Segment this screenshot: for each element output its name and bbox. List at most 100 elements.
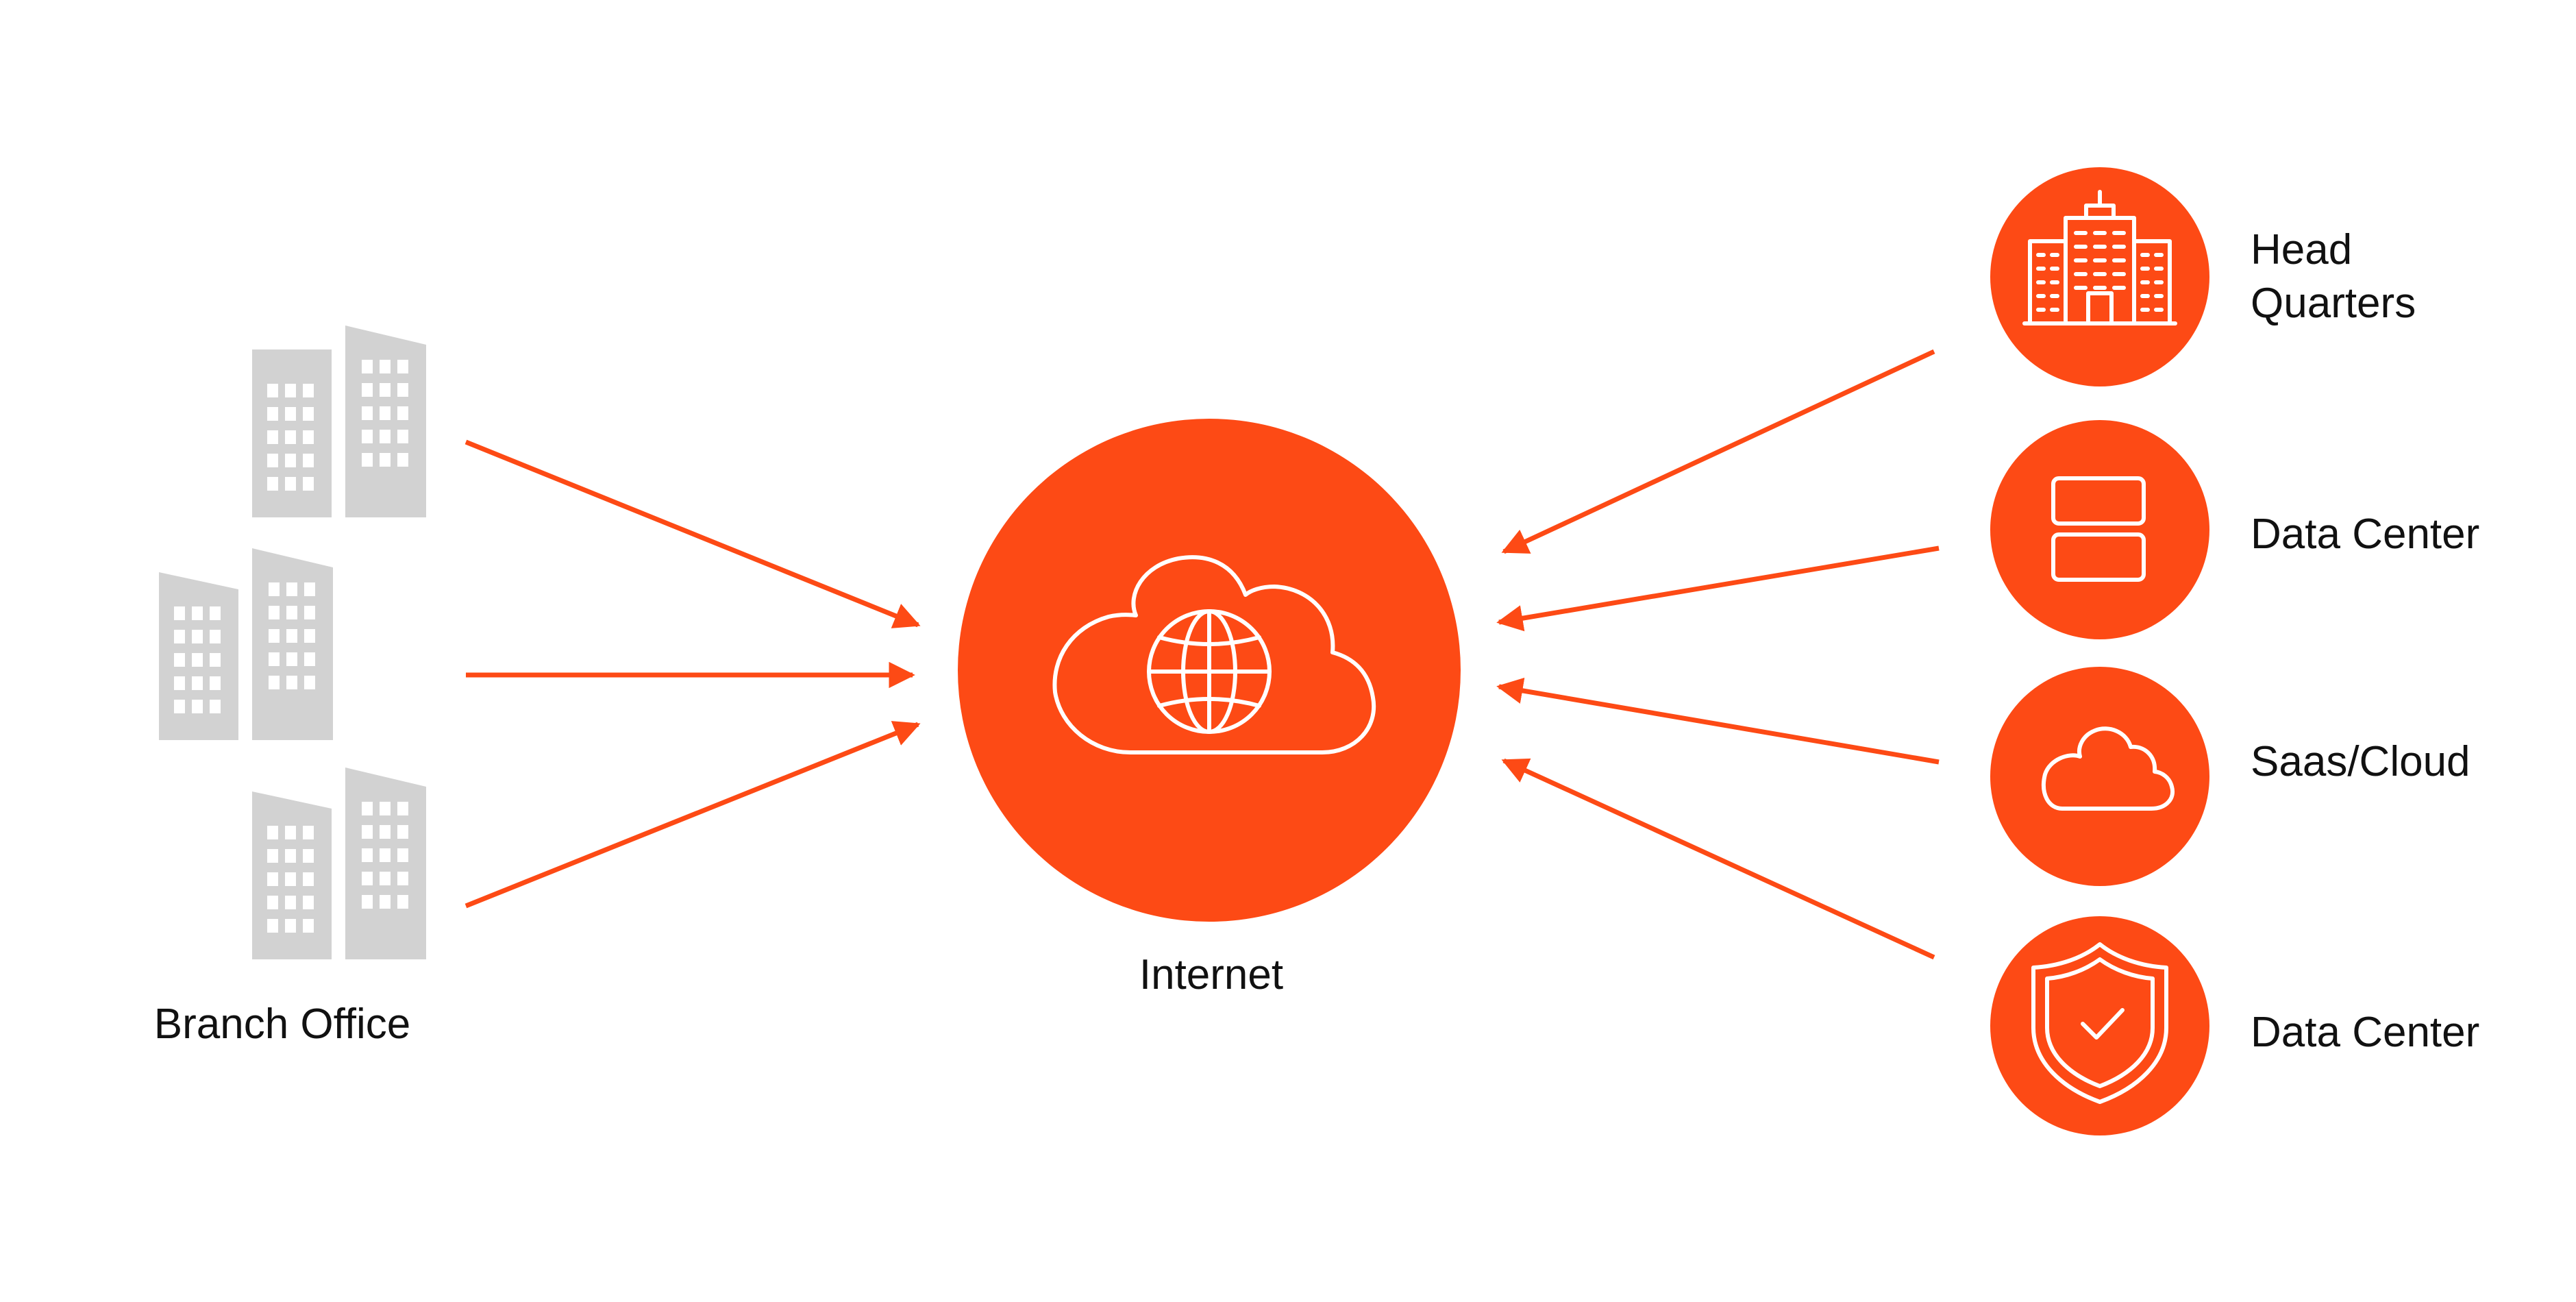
- building-window: [380, 895, 391, 909]
- saas-cloud-node: [1990, 667, 2209, 886]
- cloud-globe-icon: [1052, 555, 1376, 754]
- building-group-bottom: [252, 767, 426, 959]
- building-window: [304, 629, 315, 643]
- building-window: [286, 676, 297, 689]
- building-window: [397, 895, 408, 909]
- building-window: [269, 652, 280, 666]
- server-unit-top: [2051, 476, 2146, 526]
- data-center-2-label: Data Center: [2251, 1009, 2479, 1056]
- building-window: [285, 919, 296, 933]
- head-quarters-label-line1: Head: [2251, 226, 2352, 273]
- building-window: [304, 676, 315, 689]
- building-window: [380, 360, 391, 373]
- building-window: [362, 406, 373, 420]
- data-center-1-circle: [1990, 420, 2209, 639]
- building-window: [303, 919, 314, 933]
- building-window: [303, 407, 314, 421]
- building-window: [380, 825, 391, 839]
- building-window: [397, 872, 408, 885]
- building-window: [362, 872, 373, 885]
- building-window: [397, 406, 408, 420]
- building-window: [267, 477, 278, 491]
- door: [2086, 291, 2114, 326]
- building-window: [362, 848, 373, 862]
- building-window: [303, 477, 314, 491]
- tower-windows: [2036, 231, 2164, 312]
- shield-inner: [2045, 957, 2155, 1088]
- building-window: [174, 700, 185, 713]
- building-window: [362, 825, 373, 839]
- shield-outer: [2031, 942, 2168, 1104]
- building-window: [285, 384, 296, 397]
- building-right: [345, 767, 426, 959]
- building-window: [303, 384, 314, 397]
- building-window: [269, 676, 280, 689]
- building-window: [380, 406, 391, 420]
- arrow-saas-cloud: [1496, 677, 1940, 765]
- building-window: [210, 606, 221, 620]
- building-window: [362, 383, 373, 397]
- building-window: [285, 849, 296, 863]
- shield-check-icon: [2031, 942, 2168, 1104]
- building-window: [192, 630, 203, 643]
- building-window: [192, 606, 203, 620]
- tower-right: [2132, 239, 2172, 326]
- building-window: [210, 653, 221, 667]
- building-window: [303, 454, 314, 467]
- building-windows: [174, 360, 408, 933]
- building-window: [362, 453, 373, 467]
- building-right: [345, 326, 426, 517]
- building-window: [397, 825, 408, 839]
- cloud-icon: [2042, 726, 2175, 811]
- building-window: [285, 826, 296, 839]
- building-window: [285, 477, 296, 491]
- building-window: [303, 896, 314, 909]
- internet-label: Internet: [1139, 951, 1283, 998]
- building-window: [380, 453, 391, 467]
- building-window: [285, 430, 296, 444]
- building-window: [380, 848, 391, 862]
- building-window: [286, 606, 297, 619]
- building-group-middle: [159, 548, 333, 740]
- building-window: [397, 453, 408, 467]
- building-window: [192, 653, 203, 667]
- building-window: [267, 896, 278, 909]
- building-window: [286, 582, 297, 596]
- building-window: [269, 629, 280, 643]
- building-window: [304, 582, 315, 596]
- building-window: [267, 384, 278, 397]
- building-window: [285, 896, 296, 909]
- building-window: [210, 630, 221, 643]
- building-window: [304, 606, 315, 619]
- cloud-outline: [1052, 555, 1376, 754]
- building-window: [303, 849, 314, 863]
- head-quarters-circle: [1990, 167, 2209, 386]
- server-unit-bottom: [2051, 532, 2146, 582]
- building-window: [286, 652, 297, 666]
- building-window: [267, 872, 278, 886]
- head-quarters-label-line2: Quarters: [2251, 280, 2416, 327]
- internet-node: [958, 419, 1461, 922]
- tower-left: [2028, 239, 2068, 326]
- building-window: [174, 676, 185, 690]
- building-window: [210, 676, 221, 690]
- arrow-data-center-2: [1501, 758, 1935, 960]
- building-window: [267, 826, 278, 839]
- arrow-branch-bottom: [465, 721, 921, 909]
- arrow-branch-top: [465, 439, 921, 628]
- building-window: [269, 606, 280, 619]
- building-window: [267, 919, 278, 933]
- site-connections: [1496, 349, 1940, 960]
- building-window: [362, 802, 373, 815]
- head-quarters-node: [1990, 167, 2209, 386]
- building-window: [397, 848, 408, 862]
- branch-connections: [465, 439, 921, 909]
- building-window: [380, 430, 391, 443]
- building-window: [304, 652, 315, 666]
- skyscraper-icon: [2022, 190, 2177, 326]
- building-window: [362, 360, 373, 373]
- globe-latitude-bottom: [1157, 697, 1261, 708]
- building-window: [397, 360, 408, 373]
- building-window: [174, 606, 185, 620]
